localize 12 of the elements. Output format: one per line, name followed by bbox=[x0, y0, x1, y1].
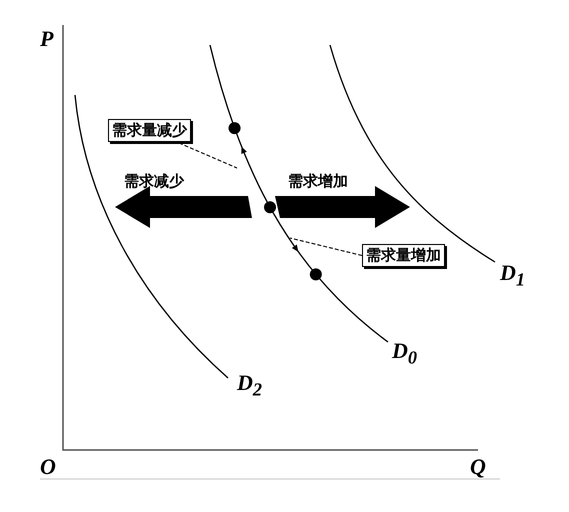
curve-label: D$_{0}$ bbox=[392, 340, 418, 367]
curve-label: D$_{1}$ bbox=[500, 262, 526, 289]
shift-label: 需求减少 bbox=[124, 174, 184, 189]
curve-label: D$_{2}$ bbox=[237, 372, 262, 399]
axis-label: P bbox=[40, 28, 54, 50]
axis-label: O bbox=[40, 456, 56, 478]
leader-line bbox=[290, 238, 362, 256]
shift-label: 需求增加 bbox=[288, 174, 348, 189]
callout-box: 需求量减少 bbox=[108, 119, 191, 142]
callout-box: 需求量增加 bbox=[362, 244, 445, 267]
leader-line bbox=[178, 142, 238, 168]
axis-label: Q bbox=[470, 456, 486, 478]
